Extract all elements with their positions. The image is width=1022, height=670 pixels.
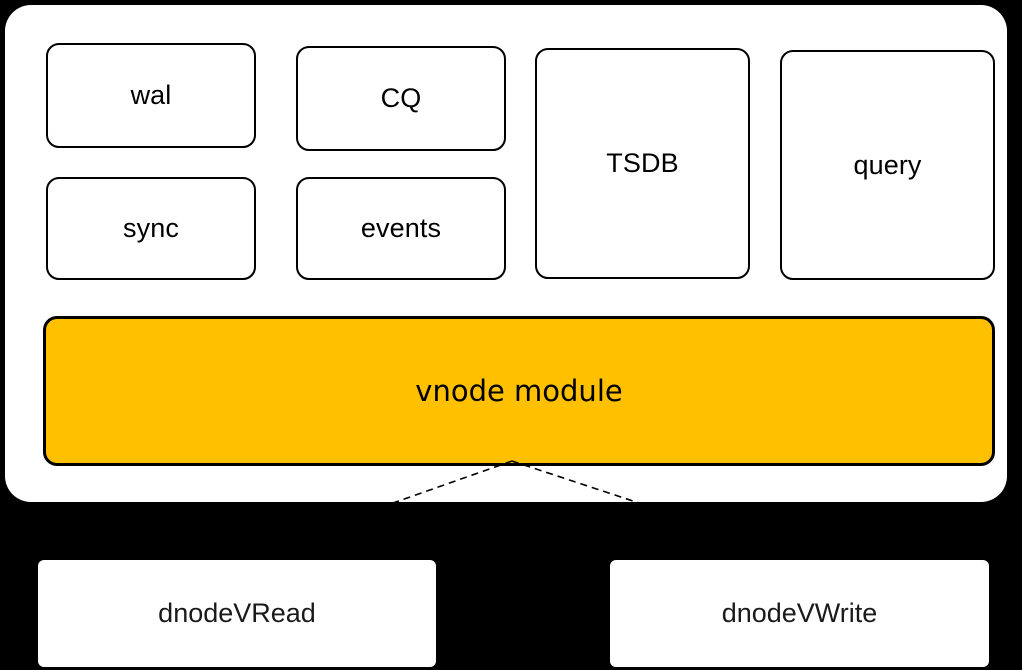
module-label-sync: sync (123, 213, 179, 243)
module-box-cq[interactable]: CQ (296, 46, 506, 151)
dnode-vread-label: dnodeVRead (158, 598, 316, 628)
dnode-vwrite-label: dnodeVWrite (721, 598, 878, 628)
dnode-vread-box[interactable]: dnodeVRead (38, 560, 436, 667)
vnode-module-bar[interactable]: vnode module (43, 316, 995, 466)
module-label-query: query (853, 149, 922, 180)
module-box-sync[interactable]: sync (46, 177, 256, 280)
module-box-wal[interactable]: wal (46, 43, 256, 148)
module-box-query[interactable]: query (780, 50, 995, 280)
module-label-tsdb: TSDB (606, 148, 679, 178)
module-label-cq: CQ (380, 83, 422, 113)
vnode-module-label: vnode module (415, 373, 623, 408)
module-box-events[interactable]: events (296, 177, 506, 280)
vnode-container-panel: wal CQ TSDB query sync events vnode modu… (5, 5, 1007, 502)
module-label-wal: wal (130, 80, 172, 110)
module-box-tsdb[interactable]: TSDB (535, 48, 750, 279)
module-label-events: events (360, 213, 442, 243)
dnode-vwrite-box[interactable]: dnodeVWrite (610, 560, 989, 667)
